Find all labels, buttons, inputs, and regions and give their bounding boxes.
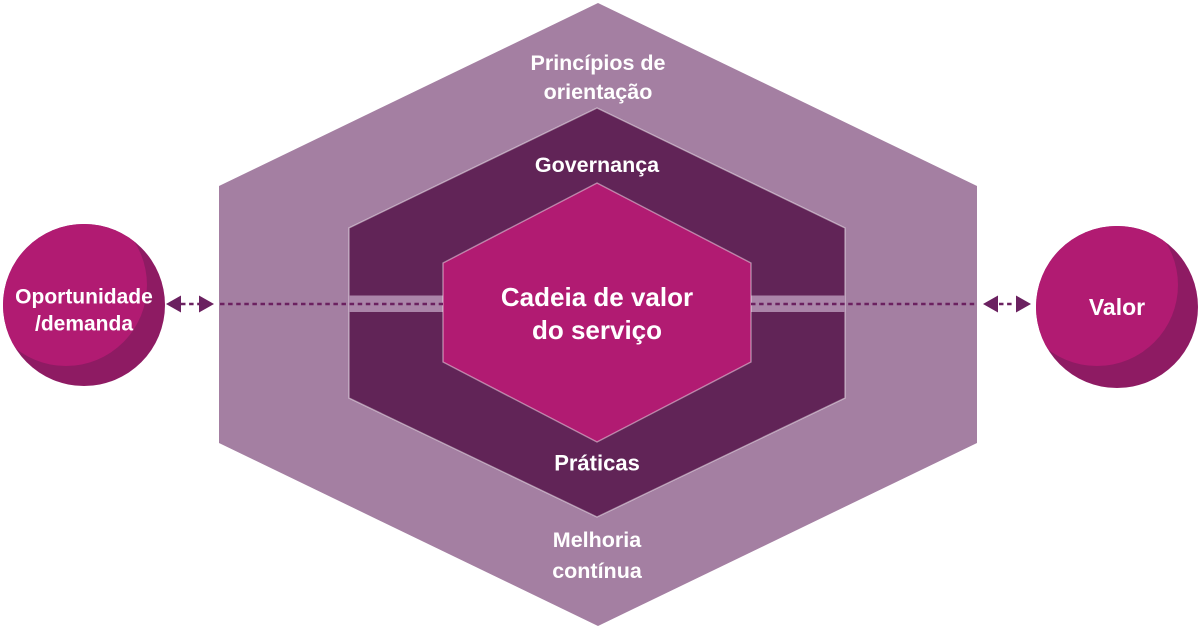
circle-main-layer <box>1036 226 1178 366</box>
opportunity-demand-label-line2: /demanda <box>35 313 133 336</box>
governance-label: Governança <box>535 153 660 177</box>
value-label: Valor <box>1089 294 1145 320</box>
continual-improvement-label-line2: contínua <box>552 559 643 583</box>
continual-improvement-label-line1: Melhoria <box>553 528 642 552</box>
value-circle: Valor <box>1036 226 1198 388</box>
left-arrowhead-icon <box>166 295 181 313</box>
right-arrowhead-icon <box>199 295 214 313</box>
opportunity-arrow-connector <box>166 295 214 313</box>
opportunity-demand-circle: Oportunidade /demanda <box>3 224 165 386</box>
right-arrowhead-icon <box>1016 295 1031 313</box>
service-value-chain-label-line2: do serviço <box>532 315 662 345</box>
inner-hexagon-service-value-chain <box>442 182 752 443</box>
service-value-chain-label-line1: Cadeia de valor <box>501 282 693 312</box>
guiding-principles-label-line2: orientação <box>544 80 653 104</box>
opportunity-demand-label-line1: Oportunidade <box>15 286 153 309</box>
practices-label: Práticas <box>554 451 640 476</box>
value-arrow-connector <box>983 295 1031 313</box>
left-arrowhead-icon <box>983 295 998 313</box>
guiding-principles-label-line1: Princípios de <box>530 51 665 75</box>
